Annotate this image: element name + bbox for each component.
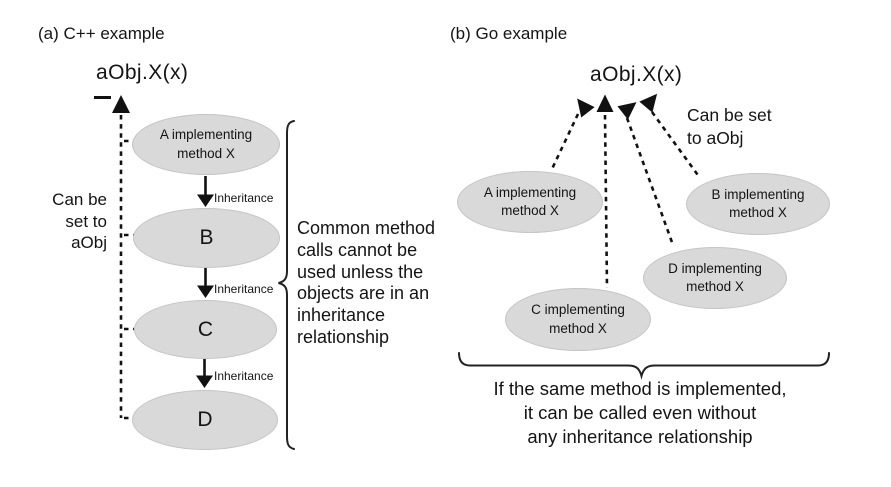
panel-b-side-note: Can be set to aObj — [687, 105, 772, 148]
call-arrowheads-b — [577, 93, 658, 120]
inheritance-arrow-b-to-c — [197, 267, 214, 298]
brace-a — [278, 120, 295, 450]
class-node-a-D: D — [132, 390, 278, 450]
inheritance-label-2: Inheritance — [214, 282, 274, 296]
class-node-b-D: D implementing method X — [643, 247, 787, 309]
panel-a-call-expression: aObj.X(x) — [96, 61, 189, 84]
panel-b-call-expression: aObj.X(x) — [590, 63, 683, 86]
inheritance-arrow-a-to-b — [197, 176, 214, 207]
dashed-link-b-to-node-a — [550, 113, 580, 170]
dashed-link-b-to-node-c — [603, 114, 609, 289]
panel-a-brace-note: Common method calls cannot be used unles… — [297, 218, 436, 347]
class-node-a-B: B — [133, 208, 280, 268]
panel-b-title: (b) Go example — [450, 24, 568, 43]
inheritance-arrow-c-to-d — [196, 357, 213, 388]
inheritance-label-1: Inheritance — [214, 191, 274, 205]
dashed-link-b-to-node-d — [625, 117, 675, 246]
up-arrowhead-a — [112, 95, 130, 113]
class-node-a-A: A implementing method X — [132, 114, 280, 175]
panel-a-title: (a) C++ example — [38, 24, 165, 43]
dashed-link-b-to-node-b — [650, 111, 702, 179]
class-node-b-C: C implementing method X — [505, 288, 651, 351]
inheritance-label-3: Inheritance — [214, 369, 274, 383]
class-node-b-A: A implementing method X — [457, 171, 603, 233]
panel-b-brace-note: If the same method is implemented, it ca… — [493, 378, 787, 447]
panel-a-side-note: Can be set to aObj — [52, 190, 107, 252]
class-node-a-C: C — [134, 300, 277, 359]
brace-b — [458, 352, 830, 380]
class-node-b-B: B implementing method X — [686, 173, 830, 235]
